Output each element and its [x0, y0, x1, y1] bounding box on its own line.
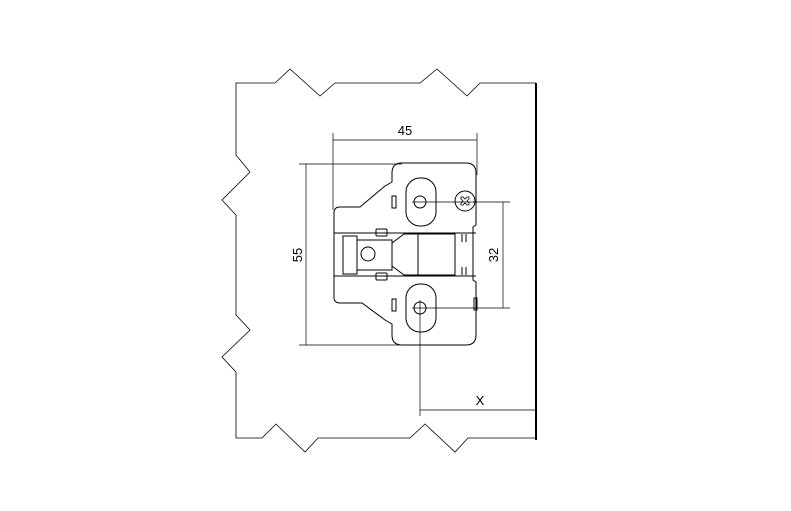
dimension-width	[332, 133, 478, 210]
offset-label: X	[476, 393, 485, 408]
width-label: 45	[398, 123, 412, 138]
mounting-plate	[333, 162, 478, 346]
dimension-hole-spacing	[412, 201, 510, 309]
panel-outline	[221, 68, 536, 453]
hole-spacing-label: 32	[486, 248, 501, 262]
dimension-offset	[419, 300, 536, 416]
dimension-height	[299, 163, 402, 346]
screw-icon	[454, 190, 476, 212]
height-label: 55	[290, 248, 305, 262]
